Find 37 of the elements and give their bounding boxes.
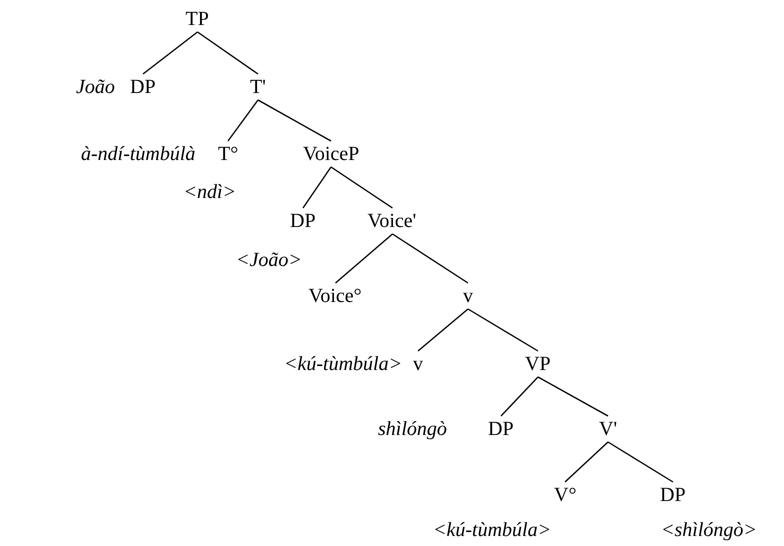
tree-branch (197, 31, 258, 75)
gloss-text: <kú-tùmbúla> (433, 519, 552, 541)
tree-branch (142, 31, 198, 75)
gloss-text: <shìlóngò> (661, 519, 757, 541)
tree-branch (538, 376, 608, 417)
tree-node-label: v (413, 353, 423, 375)
tree-node-label: DP (660, 484, 686, 506)
tree-branch (258, 99, 332, 142)
gloss-text: <ndì> (184, 181, 236, 203)
tree-branch (468, 308, 538, 352)
tree-node-label: V' (599, 418, 618, 440)
tree-branch (302, 166, 332, 208)
gloss-text: João (76, 76, 115, 98)
tree-branch (392, 233, 468, 284)
tree-node-label: DP (130, 76, 156, 98)
tree-branch (335, 234, 393, 284)
gloss-text: shìlóngò (378, 418, 447, 440)
tree-branch (227, 100, 259, 142)
tree-branch (608, 441, 674, 483)
tree-node-label: T' (250, 76, 266, 98)
tree-branch (500, 376, 538, 416)
tree-node-label: VoiceP (303, 143, 360, 165)
tree-node-label: VP (525, 353, 551, 375)
tree-node-label: V° (554, 484, 576, 506)
tree-node-label: DP (290, 210, 316, 232)
tree-branch (330, 166, 393, 209)
tree-node-label: Voice' (368, 210, 416, 232)
gloss-text: à-ndí-tùmbúlà (81, 143, 196, 165)
tree-branch (564, 442, 608, 482)
gloss-text: <kú-tùmbúla> (284, 353, 402, 375)
gloss-text: <João> (236, 249, 302, 271)
tree-branch (418, 308, 468, 352)
tree-node-label: TP (186, 8, 209, 30)
tree-node-label: DP (488, 418, 514, 440)
tree-node-label: v (463, 285, 473, 307)
tree-node-label: Voice° (308, 285, 362, 307)
tree-node-label: T° (218, 143, 238, 165)
